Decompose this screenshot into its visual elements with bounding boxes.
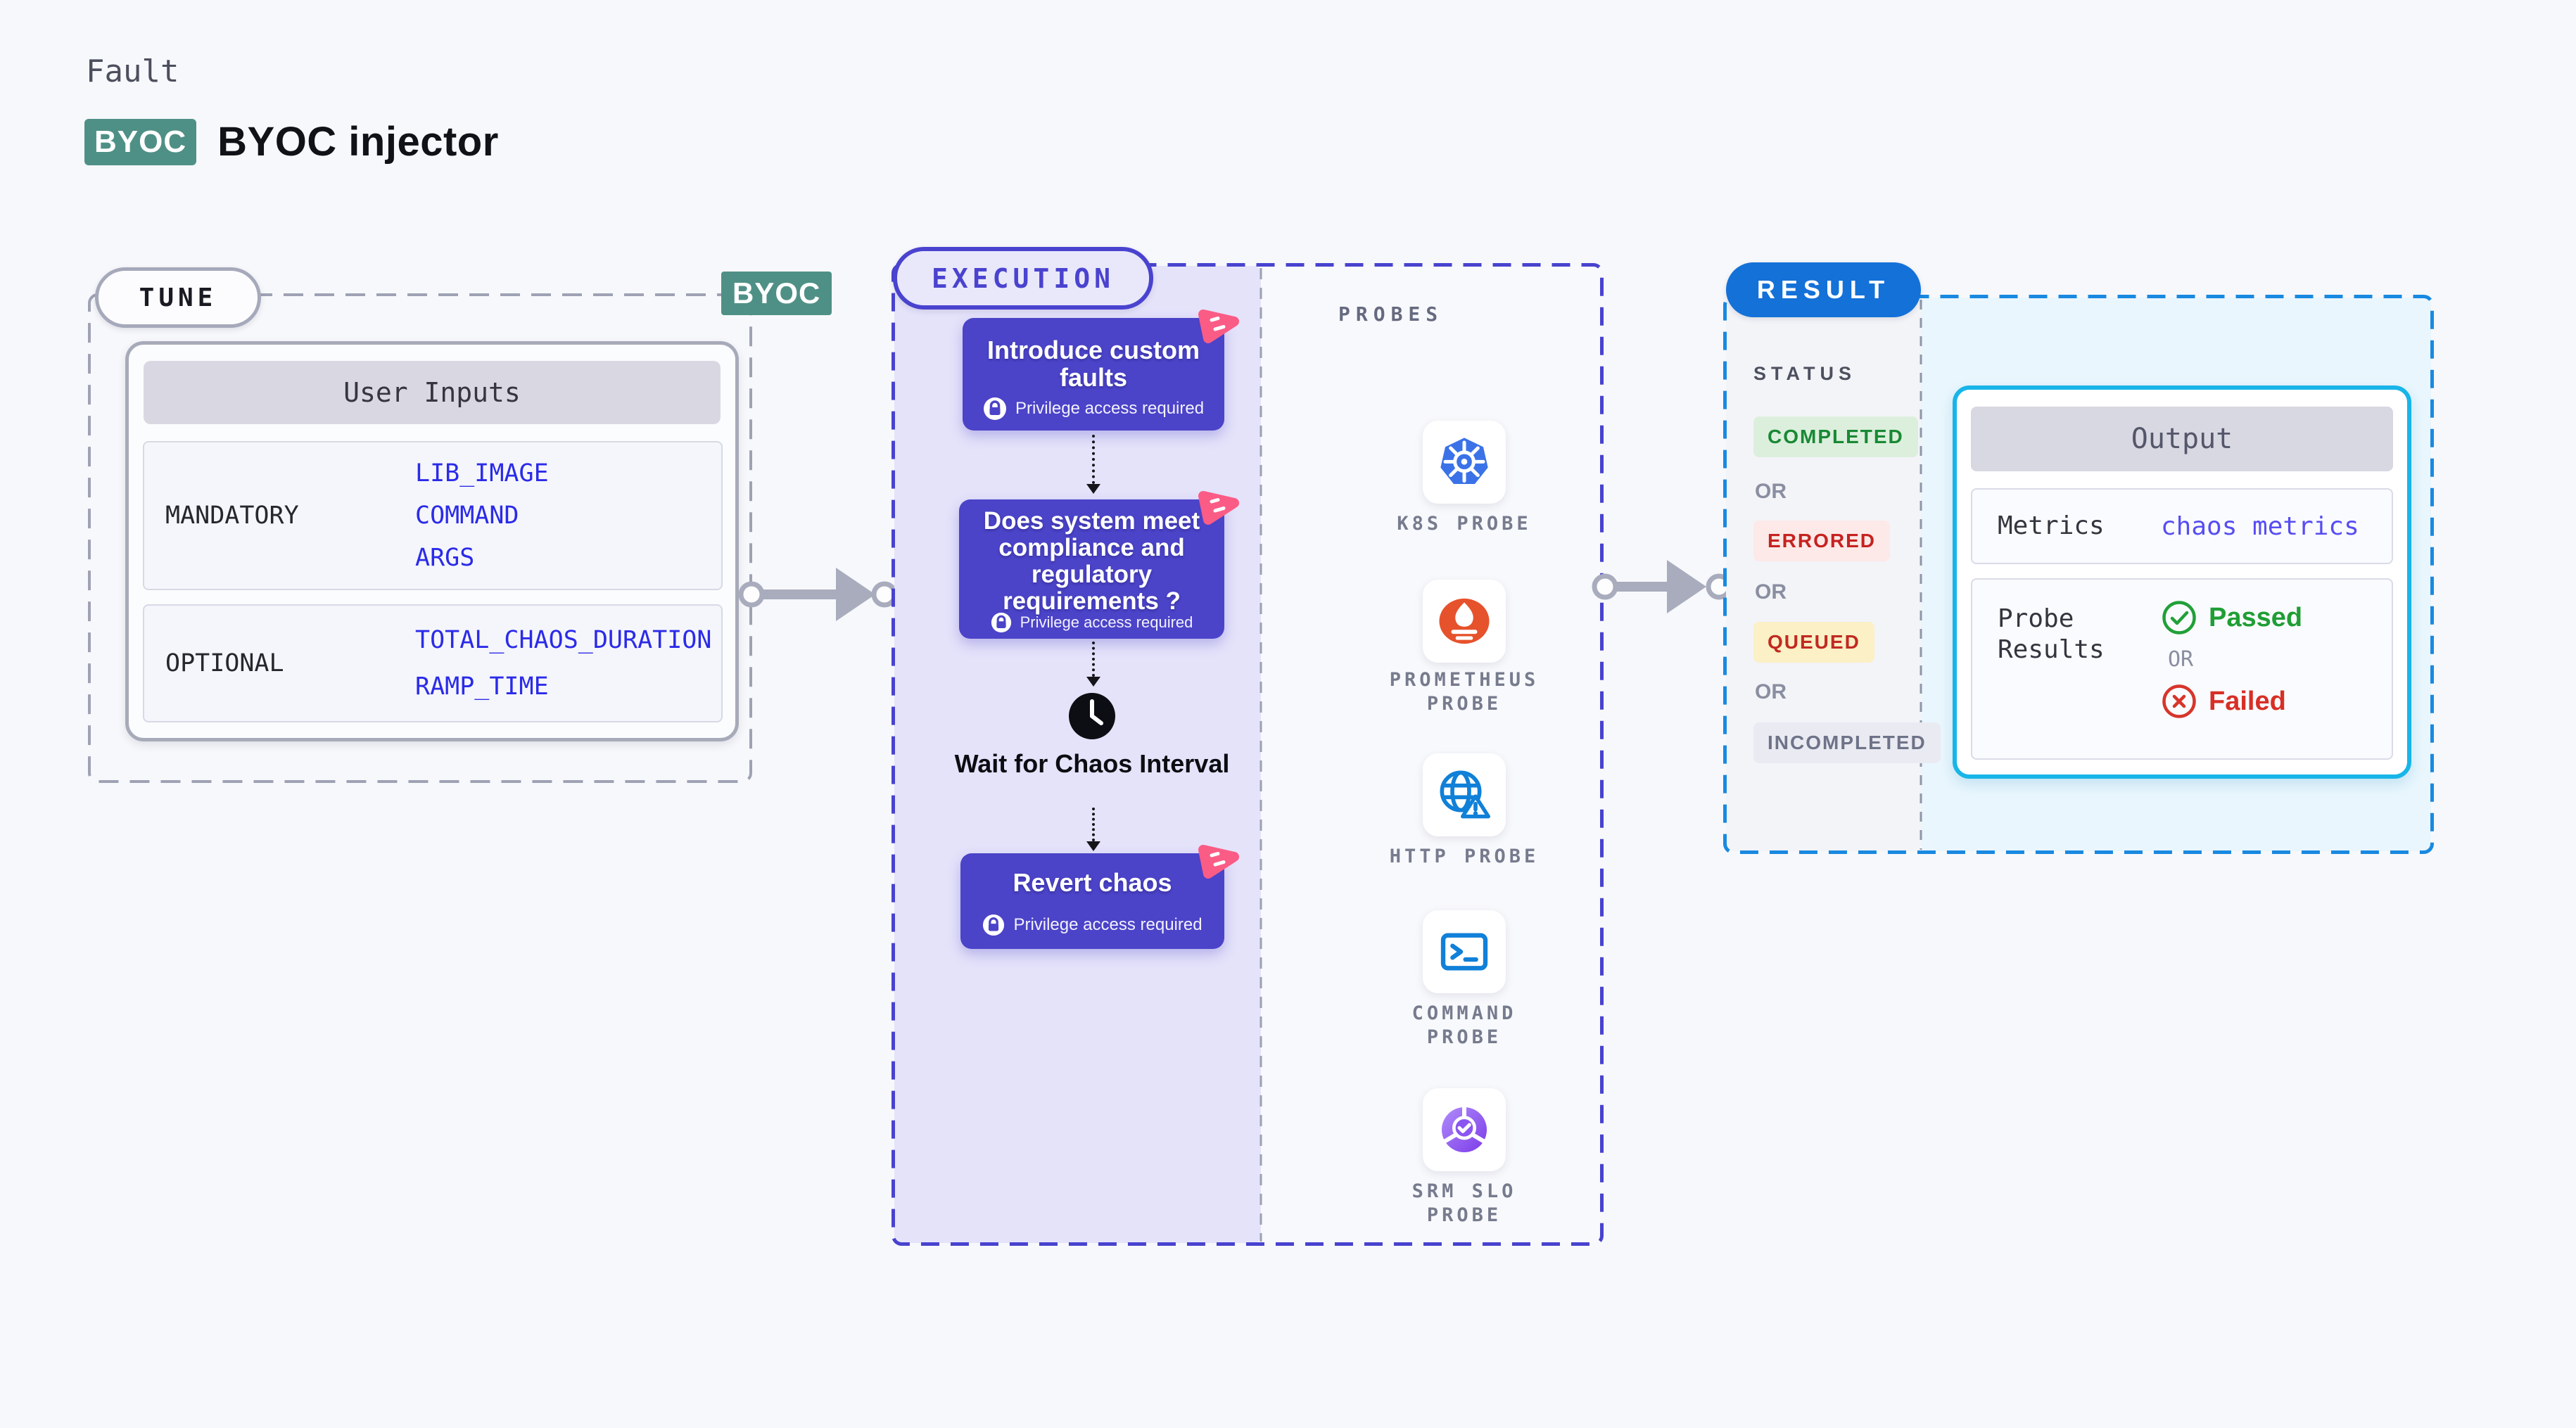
status-badge-completed: COMPLETED [1753, 416, 1918, 457]
mandatory-row: MANDATORY LIB_IMAGE COMMAND ARGS [143, 441, 723, 590]
privilege-note: Privilege access required [1020, 613, 1193, 631]
probe-label: HTTP PROBE [1389, 846, 1540, 867]
or-label: OR [2168, 647, 2194, 672]
probe-item-k8s [1423, 421, 1506, 504]
chaos-flag-icon [1198, 310, 1239, 343]
page-title: BYOC injector [217, 119, 499, 165]
status-badge-queued: QUEUED [1753, 622, 1874, 663]
probe-label: PROMETHEUS PROBE [1389, 669, 1540, 715]
result-pill: RESULT [1726, 262, 1921, 317]
failed-label: Failed [2209, 686, 2286, 716]
env-var: TOTAL_CHAOS_DURATION [415, 626, 712, 654]
status-title: STATUS [1753, 363, 1856, 384]
status-badge-errored: ERRORED [1753, 521, 1891, 561]
mandatory-label: MANDATORY [165, 502, 299, 530]
connector-arrow [1086, 808, 1100, 851]
chaos-flag-icon [1198, 491, 1239, 525]
connector-arrow [1086, 435, 1100, 494]
byoc-title-badge: BYOC [84, 118, 197, 165]
probe-results-label: Probe Results [1998, 604, 2105, 664]
step-introduce-custom-faults: Introduce custom faults Privilege access… [963, 310, 1239, 431]
env-var: LIB_IMAGE [415, 459, 549, 487]
step-title: Introduce custom faults [986, 336, 1200, 392]
step-title: Does system meet compliance and regulato… [983, 507, 1200, 615]
env-var: COMMAND [415, 502, 519, 530]
probes-section-label: PROBES [1338, 302, 1444, 326]
user-inputs-header: User Inputs [144, 361, 721, 424]
terminal-icon [1440, 933, 1488, 971]
optional-row: OPTIONAL TOTAL_CHAOS_DURATION RAMP_TIME [143, 604, 723, 722]
probe-item-srm-slo [1423, 1088, 1506, 1171]
srm-slo-icon [1442, 1105, 1487, 1152]
tune-to-execution-arrow [738, 568, 898, 621]
or-label: OR [1755, 680, 1787, 703]
env-var: RAMP_TIME [415, 672, 549, 701]
probe-label: K8S PROBE [1397, 513, 1532, 535]
probe-item-prometheus [1423, 580, 1506, 663]
execution-to-result-arrow [1592, 560, 1732, 613]
check-circle-icon [2162, 601, 2196, 635]
tune-pill: TUNE [95, 267, 261, 328]
http-globe-icon [1440, 770, 1490, 819]
metrics-value: chaos metrics [2161, 511, 2359, 541]
privilege-note: Privilege access required [1013, 915, 1203, 934]
connector-arrow [1086, 642, 1100, 687]
step-revert-chaos: Revert chaos Privilege access required [960, 845, 1239, 949]
execution-pill: EXECUTION [893, 247, 1153, 310]
privilege-row: Privilege access required [963, 397, 1224, 421]
privilege-note: Privilege access required [1015, 399, 1205, 418]
lock-icon [983, 397, 1006, 420]
clock-icon [1069, 693, 1115, 739]
step-compliance-check: Does system meet compliance and regulato… [959, 491, 1239, 639]
probe-label: COMMAND PROBE [1411, 1002, 1517, 1048]
passed-line: Passed [2161, 599, 2302, 636]
byoc-corner-badge: BYOC [721, 272, 832, 315]
status-badge-incompleted: INCOMPLETED [1753, 722, 1941, 763]
fault-eyebrow: Fault [86, 53, 179, 89]
env-var: ARGS [415, 544, 475, 572]
user-inputs-card: User Inputs MANDATORY LIB_IMAGE COMMAND … [125, 341, 739, 741]
output-header: Output [1971, 407, 2393, 471]
failed-line: Failed [2161, 683, 2302, 720]
title-row: BYOC BYOC injector [84, 118, 499, 165]
or-label: OR [1755, 580, 1787, 604]
chaos-flag-icon [1198, 845, 1239, 879]
wait-step-label: Wait for Chaos Interval [954, 749, 1230, 778]
optional-label: OPTIONAL [165, 649, 284, 677]
privilege-row: Privilege access required [960, 914, 1224, 936]
output-card: Output Metrics chaos metrics Probe Resul… [1953, 385, 2411, 779]
prometheus-icon [1439, 598, 1490, 644]
step-title: Revert chaos [1013, 868, 1172, 897]
probe-item-command [1423, 910, 1506, 993]
tune-dashed-box [88, 293, 752, 783]
kubernetes-icon [1440, 438, 1488, 484]
x-circle-icon [2162, 684, 2196, 718]
metrics-label: Metrics [1998, 511, 2105, 540]
probe-item-http [1423, 753, 1506, 836]
passed-label: Passed [2209, 602, 2303, 632]
lock-icon [983, 914, 1005, 936]
lock-icon [991, 612, 1011, 633]
or-label: OR [1755, 480, 1787, 503]
probe-label: SRM SLO PROBE [1411, 1180, 1517, 1226]
probe-results-row: Probe Results Passed OR Faile [1971, 578, 2393, 760]
metrics-row: Metrics chaos metrics [1971, 488, 2393, 564]
privilege-row: Privilege access required [959, 612, 1224, 633]
